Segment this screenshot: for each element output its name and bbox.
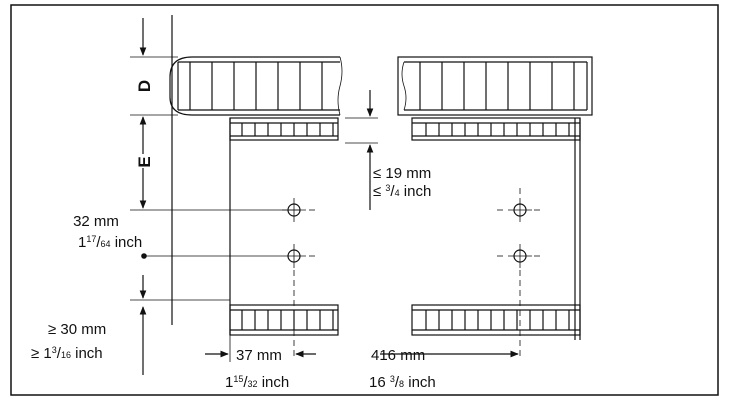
bottom-mm-label: ≥ 30 mm: [48, 321, 106, 338]
dimension-hole-spacing: [141, 253, 282, 259]
panel-right-edge: [574, 118, 581, 340]
gap-mm-label: ≤ 19 mm: [373, 165, 431, 182]
offset-mm-label: 37 mm: [236, 347, 282, 364]
width-mm-label: 416 mm: [371, 347, 425, 364]
outer-frame: [10, 4, 719, 396]
hole-inch-label: 117/64 inch: [78, 234, 142, 251]
dimension-horizontal: [205, 335, 519, 362]
rail-lower-right: [411, 304, 581, 336]
rail-upper-right: [411, 117, 581, 141]
hole-upper-right: [508, 198, 532, 222]
dimension-d-e: [130, 18, 300, 211]
gap-inch-label: ≤ 3/4 inch: [373, 183, 431, 200]
offset-inch-label: 115/32 inch: [225, 374, 289, 391]
hole-lower-right: [508, 244, 532, 268]
shelf-top-right: [397, 56, 593, 116]
label-d: D: [135, 80, 154, 92]
label-e: E: [135, 156, 154, 167]
dimension-gap: [345, 90, 378, 210]
dimension-bottom: [130, 275, 230, 375]
rail-lower-left: [229, 304, 339, 336]
rail-upper-left: [229, 117, 339, 141]
centerlines: [293, 188, 543, 360]
bottom-inch-label: ≥ 13/16 inch: [31, 345, 103, 362]
hole-mm-label: 32 mm: [73, 213, 119, 230]
width-inch-label: 16 3/8 inch: [369, 374, 436, 391]
shelf-top-left: [169, 56, 343, 116]
hole-lower-left: [282, 244, 306, 268]
hole-upper-left: [282, 198, 306, 222]
